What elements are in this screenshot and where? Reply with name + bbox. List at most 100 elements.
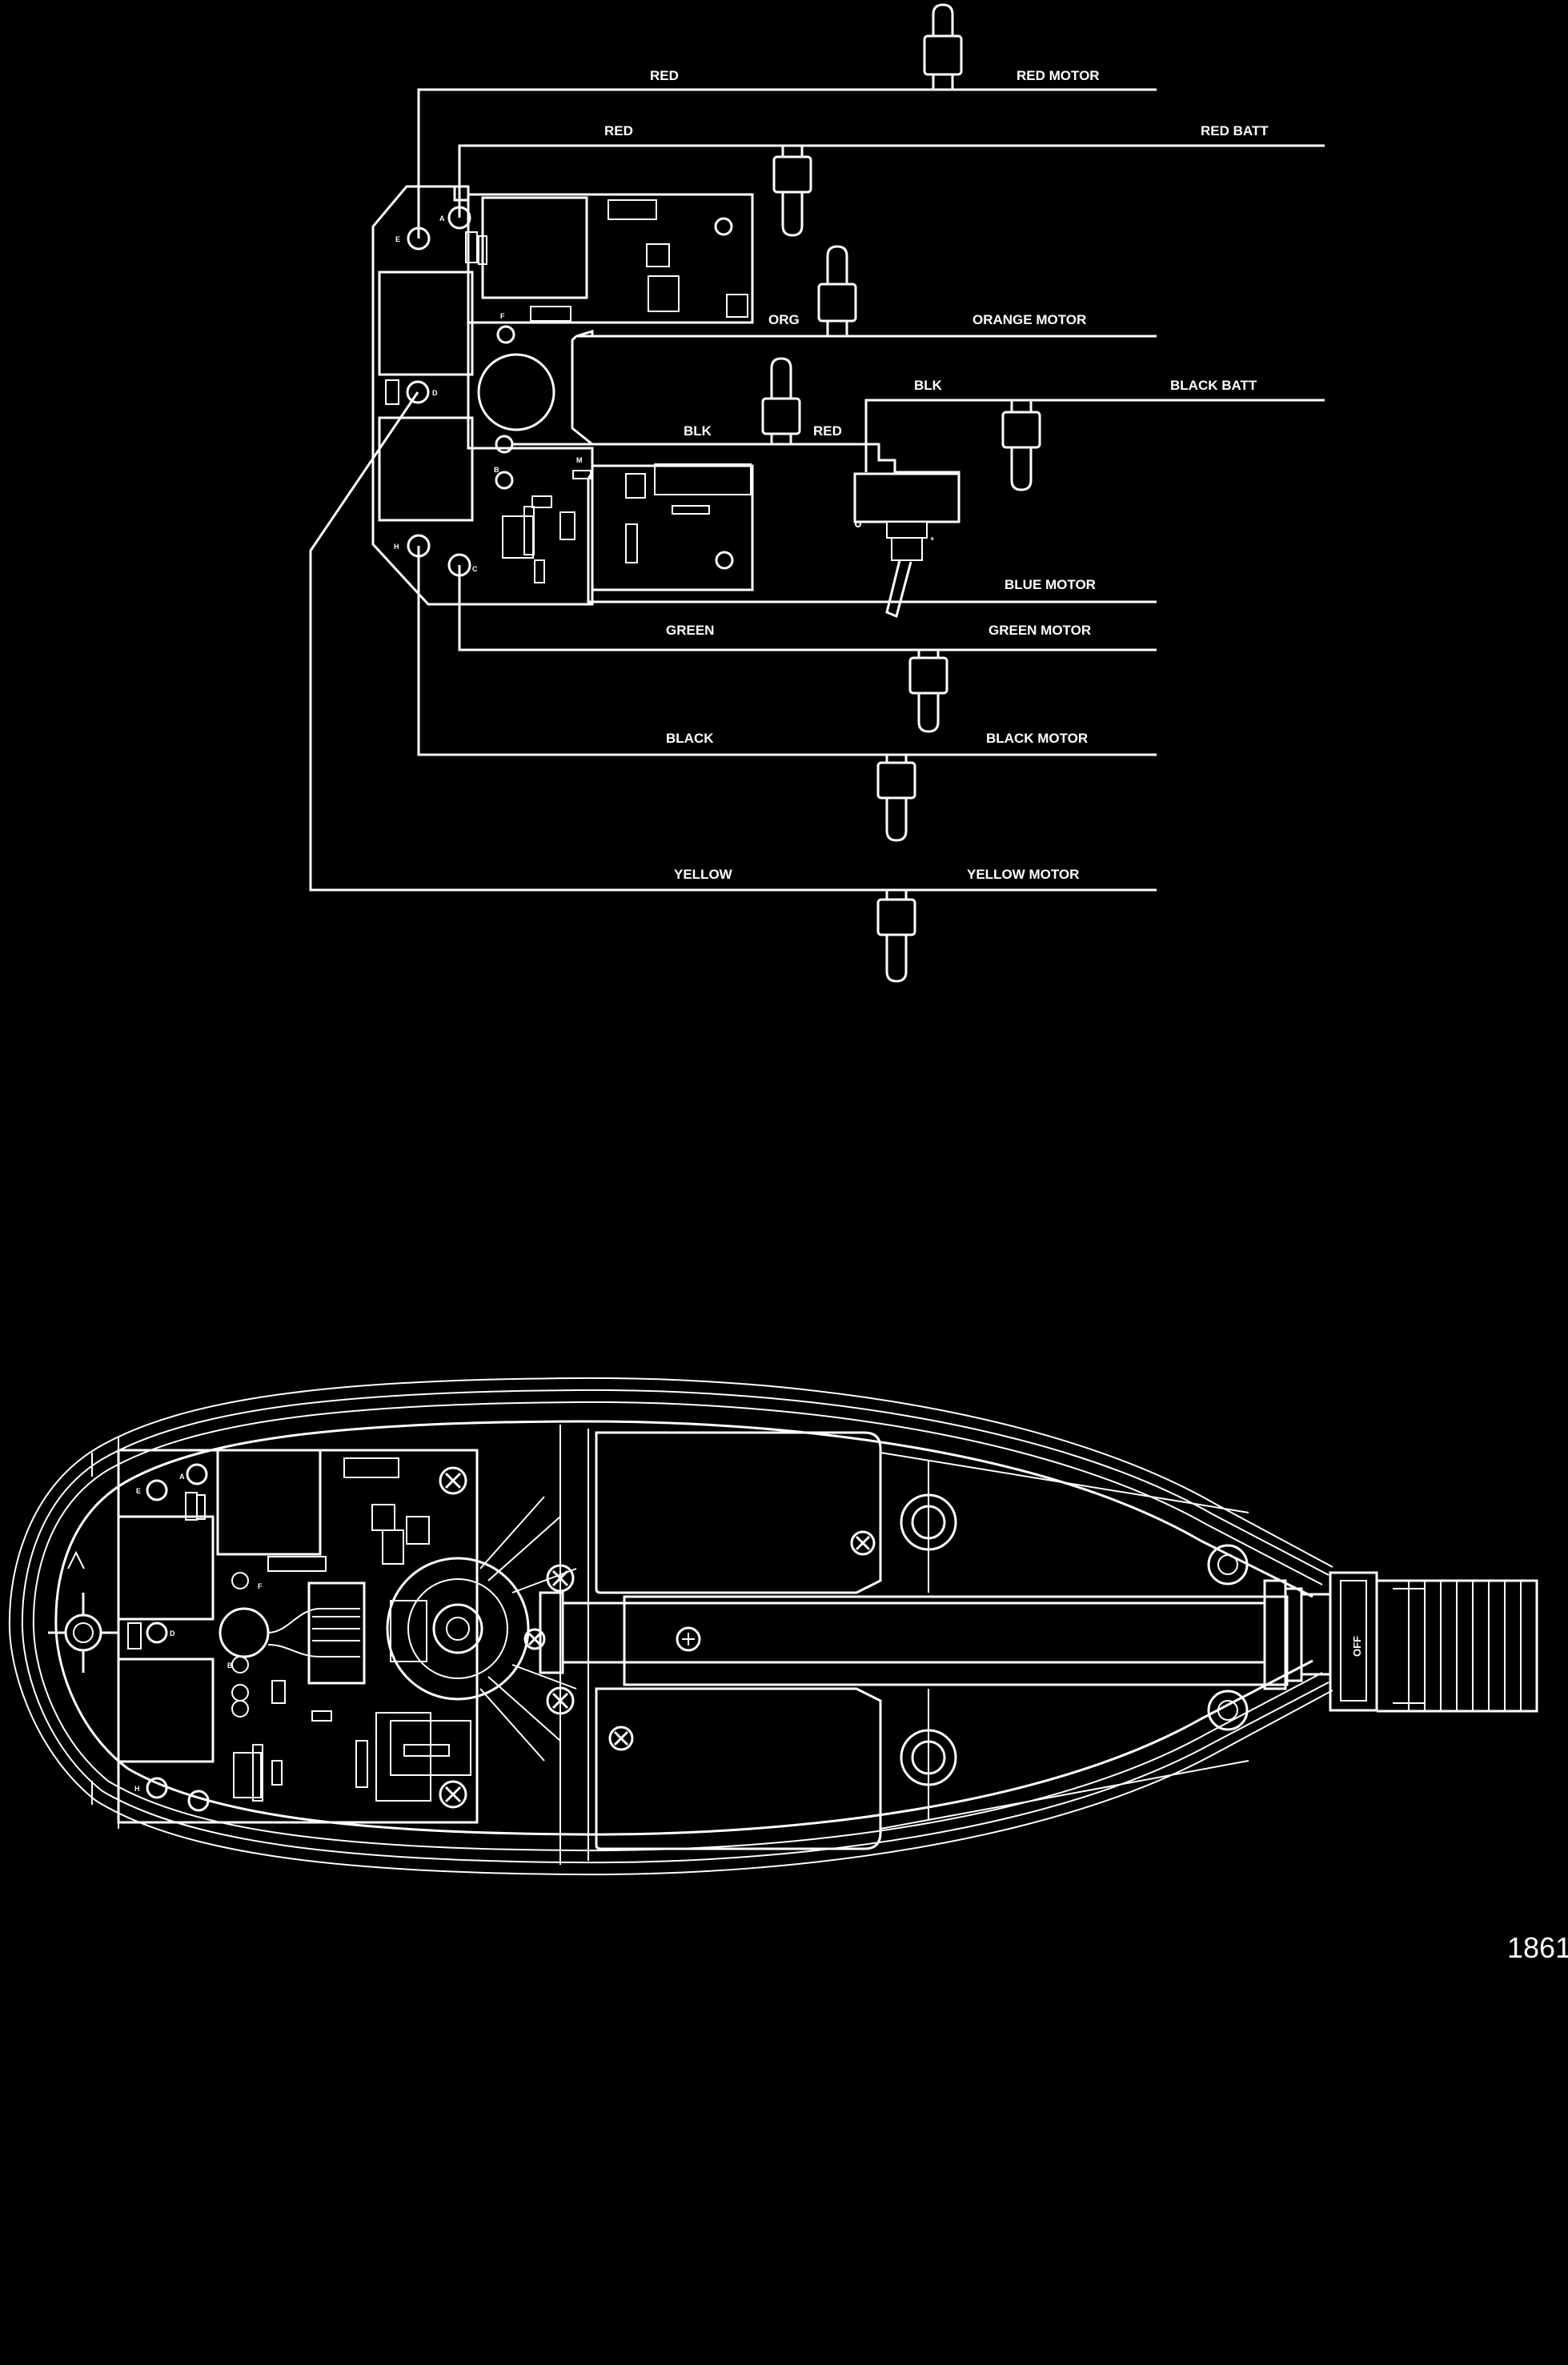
pin-letter-f: F	[500, 312, 505, 320]
upper-compartment	[595, 1431, 882, 1594]
label-red-top: RED	[650, 68, 679, 83]
head-lower-strip	[355, 1740, 368, 1788]
label-org: ORG	[768, 312, 800, 327]
head-lower-cap-3	[271, 1760, 283, 1786]
head-hole-1	[231, 1684, 249, 1702]
pin-letter-m: M	[576, 456, 583, 464]
head-relay-top	[216, 1449, 322, 1556]
motor-housing	[386, 1557, 530, 1701]
head-lower-cap-2	[252, 1744, 263, 1802]
label-green-motor: GREEN MOTOR	[989, 623, 1091, 638]
label-red-batt: RED BATT	[1201, 123, 1269, 138]
wire-black-motor	[417, 546, 1157, 756]
switch-terminal-left	[855, 521, 861, 527]
head-inner-shell	[54, 1420, 1313, 1836]
tiller-switch-inner	[1340, 1580, 1367, 1702]
screw-icon	[608, 1726, 634, 1751]
control-board-outline	[371, 185, 594, 606]
pin-letter-c: C	[472, 565, 478, 573]
motor-housing-inner	[407, 1578, 508, 1679]
label-orange-motor: ORANGE MOTOR	[972, 312, 1086, 327]
lower-compartment	[595, 1687, 882, 1850]
mount-boss-upper	[900, 1493, 957, 1551]
label-red-switch: RED	[813, 423, 842, 439]
head-pin-a	[186, 1463, 208, 1485]
label-black: BLACK	[666, 731, 714, 746]
tiller-grip-ribs	[1408, 1581, 1522, 1711]
connector-black-motor	[876, 755, 916, 842]
motor-connector	[390, 1600, 427, 1662]
bar-center-icon	[676, 1626, 701, 1652]
head-component-2	[382, 1529, 404, 1565]
screw-icon	[850, 1530, 876, 1556]
head-pin-e	[146, 1479, 168, 1501]
wire-green-motor	[458, 565, 1157, 651]
connector-blk-board	[761, 357, 801, 444]
lower-component-2	[672, 505, 710, 515]
neck-collar-3	[1300, 1593, 1332, 1676]
lower-chip	[654, 463, 752, 495]
screw-icon	[439, 1466, 467, 1495]
head-cap-b	[196, 1494, 206, 1520]
bar-bracket-left	[539, 1591, 564, 1674]
head-component-top	[267, 1556, 327, 1572]
label-green: GREEN	[666, 623, 714, 638]
head-relay-upper	[117, 1515, 215, 1621]
mid-component-3	[523, 506, 535, 555]
label-yellow: YELLOW	[674, 867, 733, 882]
tiller-switch-body	[1329, 1571, 1378, 1712]
wire-blue-motor	[587, 471, 1157, 603]
label-black-batt: BLACK BATT	[1170, 378, 1257, 393]
connector-orange-motor	[817, 245, 857, 336]
motor-ribs	[479, 1496, 577, 1762]
mount-boss-neck-lower	[1207, 1690, 1249, 1731]
mid-component-5	[534, 559, 545, 583]
head-pin-b	[231, 1656, 249, 1674]
pin-d2-hole	[495, 435, 514, 454]
head-pin-h	[146, 1777, 168, 1799]
upper-component-1	[646, 243, 670, 267]
screw-icon	[439, 1780, 467, 1809]
lower-component-1	[625, 473, 646, 499]
nose-stud-inner	[73, 1622, 94, 1643]
head-fuse	[127, 1622, 142, 1649]
bar-divider-lines	[559, 1425, 589, 1865]
pin-d-stud	[406, 380, 430, 404]
motor-wire-clamp	[307, 1581, 366, 1685]
upper-component-2	[648, 275, 680, 312]
central-capacitor	[477, 353, 555, 431]
relay-block-upper	[378, 271, 474, 376]
screw-icon	[523, 1628, 546, 1650]
connector-black-batt	[1001, 400, 1041, 491]
screw-icon	[546, 1564, 575, 1593]
label-red-second: RED	[604, 123, 633, 138]
pin-b2-hole	[495, 471, 514, 490]
label-blue-motor: BLUE MOTOR	[1005, 577, 1096, 592]
relay-block-lower	[378, 416, 474, 522]
wire-red-motor	[417, 88, 1157, 239]
mount-boss-neck-upper	[1207, 1544, 1249, 1585]
connector-red-batt	[772, 146, 812, 237]
nose-stud-arms	[48, 1593, 118, 1673]
switch-plus-mark: +	[930, 535, 934, 543]
motor-head-top-view: A E D F B H	[8, 1377, 1538, 1876]
upper-sub-board	[467, 193, 754, 324]
head-pin-f	[231, 1572, 249, 1589]
compartment-ribs	[880, 1452, 1249, 1830]
lower-component-3	[625, 523, 638, 563]
steering-bar	[563, 1601, 1265, 1664]
head-capacitor	[219, 1607, 270, 1658]
upper-capacitor-a	[465, 231, 478, 263]
screw-icon	[546, 1686, 575, 1715]
head-outer-shell	[8, 1377, 1333, 1876]
head-lower-cap-1	[233, 1752, 262, 1798]
label-blk-board: BLK	[684, 423, 712, 439]
head-component-3	[406, 1516, 430, 1545]
motor-wires	[267, 1608, 360, 1658]
lower-sub-board	[591, 464, 754, 591]
head-lower-component	[403, 1744, 450, 1757]
head-lower-cap-4	[271, 1680, 286, 1704]
toggle-switch: +	[853, 471, 960, 619]
motor-shaft	[432, 1603, 483, 1654]
